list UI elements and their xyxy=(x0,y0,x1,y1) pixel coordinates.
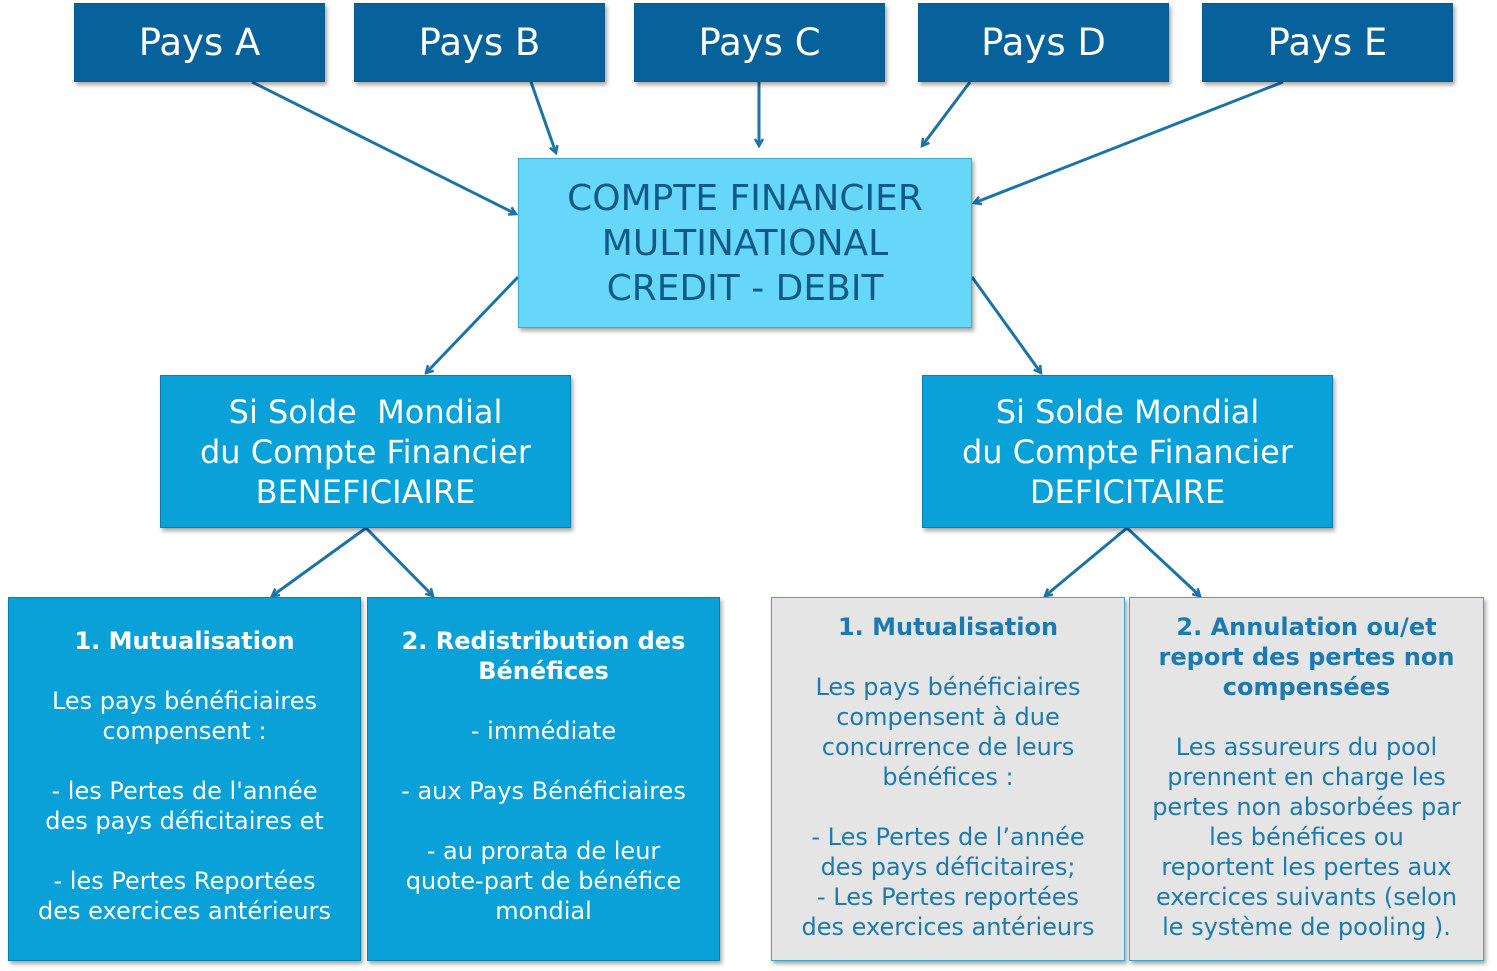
mutualisation-def-line-2: compensent à due xyxy=(836,703,1060,731)
mutualisation-def-line-5: - Les Pertes de l’année xyxy=(811,823,1085,851)
mutualisation-ben-line-6: des exercices antérieurs xyxy=(38,897,331,925)
redistribution-title-2: Bénéfices xyxy=(478,657,609,685)
deficitaire-line-2: du Compte Financier xyxy=(961,432,1294,471)
arrow-to-mutualisation-def xyxy=(1045,526,1128,596)
mutualisation-def-line-4: bénéfices : xyxy=(882,763,1014,791)
solde-beneficiaire-box: Si Solde Mondial du Compte Financier BEN… xyxy=(160,375,571,528)
annulation-line-4: les bénéfices ou xyxy=(1209,823,1404,851)
solde-deficitaire-box: Si Solde Mondial du Compte Financier DEF… xyxy=(922,375,1333,528)
deficitaire-line-3: DEFICITAIRE xyxy=(1029,472,1226,511)
mutualisation-ben-line-3: - les Pertes de l'année xyxy=(51,777,318,805)
annulation-line-3: pertes non absorbées par xyxy=(1152,793,1461,821)
mutualisation-def-line-3: concurrence de leurs xyxy=(821,733,1075,761)
beneficiaire-line-1: Si Solde Mondial xyxy=(228,392,503,431)
pays-a-label: Pays A xyxy=(138,21,261,64)
annulation-title-2: report des pertes non xyxy=(1158,643,1455,671)
pays-c-label: Pays C xyxy=(698,21,821,64)
mutualisation-def-line-1: Les pays bénéficiaires xyxy=(815,673,1081,701)
pays-d-label: Pays D xyxy=(981,21,1106,64)
arrow-pays-e xyxy=(974,80,1284,203)
pays-d-box: Pays D xyxy=(918,3,1169,82)
annulation-report-box: 2. Annulation ou/et report des pertes no… xyxy=(1129,597,1484,961)
pays-b-label: Pays B xyxy=(418,21,541,64)
redistribution-box: 2. Redistribution des Bénéfices - immédi… xyxy=(367,597,720,961)
pays-a-box: Pays A xyxy=(74,3,325,82)
arrow-pays-d xyxy=(922,81,972,146)
annulation-line-7: le système de pooling ). xyxy=(1162,913,1451,941)
mutualisation-def-title: 1. Mutualisation xyxy=(837,613,1059,641)
pays-c-box: Pays C xyxy=(634,3,885,82)
mutualisation-deficitaire-box: 1. Mutualisation Les pays bénéficiaires … xyxy=(771,597,1125,961)
mutualisation-def-line-8: des exercices antérieurs xyxy=(801,913,1095,941)
beneficiaire-line-2: du Compte Financier xyxy=(199,432,532,471)
redistribution-line-5: mondial xyxy=(495,897,592,925)
mutualisation-ben-line-2: compensent : xyxy=(102,717,267,745)
arrow-to-annulation xyxy=(1125,526,1200,596)
central-line-1: COMPTE FINANCIER xyxy=(567,177,923,219)
deficitaire-line-1: Si Solde Mondial xyxy=(995,392,1260,431)
arrow-to-deficitaire xyxy=(970,276,1041,373)
arrow-pays-a xyxy=(251,80,516,214)
pays-e-box: Pays E xyxy=(1202,3,1453,82)
annulation-line-5: reportent les pertes aux xyxy=(1161,853,1452,881)
pays-b-box: Pays B xyxy=(354,3,605,82)
pays-e-label: Pays E xyxy=(1267,21,1388,64)
central-line-2: MULTINATIONAL xyxy=(601,222,889,264)
mutualisation-ben-title: 1. Mutualisation xyxy=(74,627,295,655)
redistribution-line-3: - au prorata de leur xyxy=(426,837,661,865)
compte-financier-box: COMPTE FINANCIER MULTINATIONAL CREDIT - … xyxy=(518,158,972,328)
mutualisation-def-line-6: des pays déficitaires; xyxy=(820,853,1076,881)
central-line-3: CREDIT - DEBIT xyxy=(606,267,884,309)
redistribution-line-4: quote-part de bénéfice xyxy=(405,867,682,895)
mutualisation-beneficiaire-box: 1. Mutualisation Les pays bénéficiaires … xyxy=(8,597,361,961)
mutualisation-ben-line-1: Les pays bénéficiaires xyxy=(51,687,318,715)
beneficiaire-line-3: BENEFICIAIRE xyxy=(255,472,476,511)
mutualisation-ben-line-5: - les Pertes Reportées xyxy=(53,867,316,895)
annulation-line-1: Les assureurs du pool xyxy=(1175,733,1438,761)
annulation-title-1: 2. Annulation ou/et xyxy=(1176,613,1437,641)
mutualisation-ben-line-4: des pays déficitaires et xyxy=(45,807,324,835)
redistribution-title-1: 2. Redistribution des xyxy=(401,627,686,655)
annulation-line-2: prennent en charge les xyxy=(1167,763,1446,791)
arrow-to-beneficiaire xyxy=(426,275,520,373)
redistribution-line-1: - immédiate xyxy=(470,717,617,745)
arrow-pays-b xyxy=(529,81,556,153)
arrow-to-redistribution xyxy=(364,526,433,596)
annulation-title-3: compensées xyxy=(1222,673,1391,701)
arrow-to-mutualisation-ben xyxy=(272,526,367,596)
annulation-line-6: exercices suivants (selon xyxy=(1155,883,1458,911)
redistribution-line-2: - aux Pays Bénéficiaires xyxy=(401,777,686,805)
mutualisation-def-line-7: - Les Pertes reportées xyxy=(816,883,1080,911)
